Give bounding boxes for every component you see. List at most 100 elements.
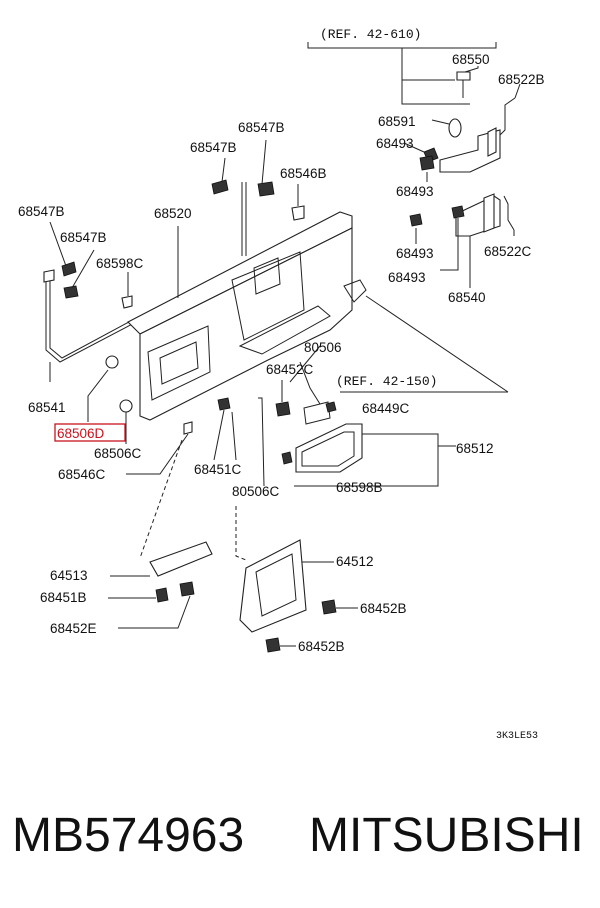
hinge-assembly: [307, 42, 521, 288]
label-68550: 68550: [452, 52, 490, 67]
footer: MB574963 MITSUBISHI: [0, 808, 600, 868]
panel-top-edge: [127, 211, 353, 335]
label-68546B: 68546B: [280, 166, 327, 181]
upper-hinge: [439, 129, 501, 173]
bracket-68512: [330, 433, 439, 487]
clip-68546C: [183, 421, 193, 435]
part-number: MB574963: [12, 809, 245, 862]
clip-68522B: [499, 97, 516, 136]
label-68540: 68540: [448, 290, 486, 305]
plate-68591: [448, 118, 462, 138]
rod-68541-b: [49, 276, 141, 359]
bolt-68547B-left2: [63, 249, 95, 299]
nut-68451B: [155, 587, 169, 603]
label-68493-a: 68493: [376, 136, 414, 151]
label-64512: 64512: [336, 554, 374, 569]
label-68541: 68541: [28, 400, 66, 415]
leader-68550: [464, 66, 479, 73]
clip-68522C: [503, 195, 515, 231]
bolt-68493-b: [419, 155, 435, 182]
bolt-68547B-top: [211, 157, 229, 195]
highlight-box-68506D: [54, 423, 126, 442]
label-68522C: 68522C: [484, 244, 532, 259]
label-80506: 80506: [304, 340, 342, 355]
leader-68591: [431, 119, 450, 125]
bolt-68547B-left: [49, 221, 77, 277]
pocket-64512: [239, 539, 307, 633]
panel-spare-mount: [231, 251, 305, 341]
drawing-code: 3K3LE53: [496, 731, 538, 742]
label-68506C: 68506C: [94, 446, 142, 461]
bolt-68452E: [179, 581, 195, 597]
label-68547B-left: 68547B: [18, 204, 65, 219]
leader-68452E: [118, 595, 191, 629]
label-68546C: 68546C: [58, 467, 106, 482]
upper-hinge-knuckle: [487, 127, 497, 157]
panel-inner: [139, 227, 353, 421]
label-68520: 68520: [154, 206, 192, 221]
dash-leader-64512: [235, 506, 247, 561]
label-68506D: 68506D: [57, 426, 105, 441]
panel-latch-plate: [159, 341, 199, 385]
panel-latch-area: [147, 325, 211, 401]
label-68452B-a: 68452B: [360, 601, 407, 616]
ref-label-42-610: (REF. 42-610): [320, 27, 421, 42]
label-68451C: 68451C: [194, 462, 242, 477]
prop-rods: [43, 139, 305, 382]
label-68547B-top: 68547B: [238, 120, 285, 135]
leader-68506D: [87, 369, 109, 422]
label-68547B-mid: 68547B: [190, 140, 237, 155]
label-80506C: 80506C: [232, 484, 280, 499]
lower-parts: [108, 439, 358, 653]
leader-68546C: [126, 433, 189, 475]
label-68449C: 68449C: [362, 401, 410, 416]
leader-80506: [299, 361, 321, 405]
nut-68451C: [217, 397, 231, 411]
label-68452B-b: 68452B: [298, 639, 345, 654]
handle-cover: [295, 423, 363, 473]
ref-label-42-150: (REF. 42-150): [336, 374, 437, 389]
nut-68449C: [325, 401, 337, 413]
rod-80506C: [258, 397, 265, 487]
label-68512: 68512: [456, 441, 494, 456]
ref-arrow-2: [289, 345, 321, 383]
panel-spare-plate: [253, 257, 281, 295]
label-64513: 64513: [50, 568, 88, 583]
label-68598C: 68598C: [96, 256, 144, 271]
bolt-68493-d: [440, 205, 465, 271]
leader-68451C: [213, 409, 225, 461]
panel-rib: [238, 305, 331, 355]
grommet-68598C: [121, 295, 133, 309]
label-68493-b: 68493: [396, 184, 434, 199]
label-68547B-left2: 68547B: [60, 230, 107, 245]
dash-leader-64513: [139, 439, 183, 559]
grommet-68598B: [281, 451, 293, 465]
bolt-68452C: [275, 401, 291, 417]
leader-68522B: [514, 83, 521, 99]
label-68591: 68591: [378, 114, 416, 129]
bracket-64513: [149, 541, 213, 577]
lower-hinge-knuckle: [483, 193, 495, 233]
bumper-68506C: [119, 399, 133, 413]
label-68452E: 68452E: [50, 621, 97, 636]
label-68451B: 68451B: [40, 590, 87, 605]
bolt-68550: [456, 71, 471, 81]
clip-68546B: [291, 205, 305, 221]
handle-cover-68512: [281, 423, 456, 487]
ref-leader: [401, 48, 470, 105]
ref-arrow-1: [365, 295, 509, 393]
label-68493-d: 68493: [388, 270, 426, 285]
label-68493-c: 68493: [396, 246, 434, 261]
rod-68541: [45, 276, 141, 363]
bolt-68452B-b: [265, 637, 281, 653]
latch-80506: [343, 279, 367, 303]
brand-name: MITSUBISHI: [309, 809, 584, 862]
bolt-68493-c: [409, 213, 423, 244]
tailgate-panel: [87, 211, 509, 487]
pocket-64512-inner: [255, 553, 297, 617]
handle-cover-inner: [301, 431, 355, 467]
label-68598B: 68598B: [336, 480, 383, 495]
bolt-68547B-mid: [257, 139, 275, 197]
rod-68541-end: [43, 269, 55, 283]
